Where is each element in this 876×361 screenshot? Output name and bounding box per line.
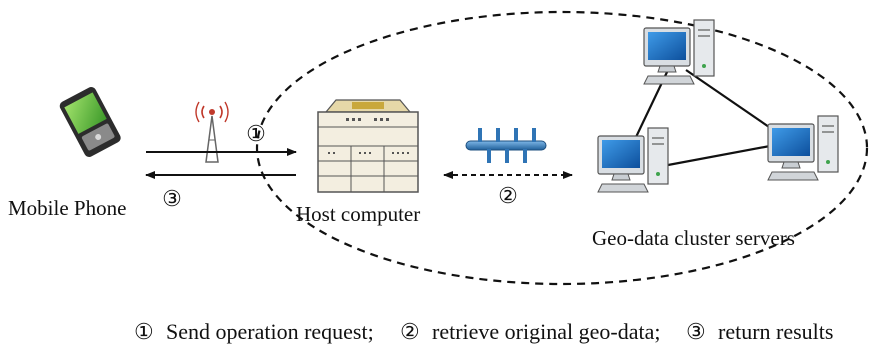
legend-text-1: Send operation request; — [166, 319, 374, 344]
legend-text-2: retrieve original geo-data; — [432, 319, 660, 344]
server-right-icon — [767, 115, 839, 181]
network-bus-icon — [465, 128, 547, 163]
antenna-icon — [195, 101, 229, 163]
legend-marker-3: ③ — [686, 319, 706, 344]
network-boundary — [255, 10, 869, 286]
step-3-marker: ③ — [162, 186, 182, 211]
mobile-phone-icon — [59, 86, 121, 157]
server-left-icon — [597, 127, 669, 193]
step-1-marker: ① — [246, 121, 266, 146]
legend-text-3: return results — [718, 319, 833, 344]
host-computer-label: Host computer — [296, 202, 420, 226]
mobile-phone-label: Mobile Phone — [8, 196, 126, 220]
legend: ① Send operation request; ② retrieve ori… — [134, 319, 833, 344]
server-top-icon — [643, 19, 715, 85]
host-computer-icon — [317, 99, 419, 193]
legend-marker-2: ② — [400, 319, 420, 344]
cluster-servers-label: Geo-data cluster servers — [592, 226, 795, 250]
step-2-marker: ② — [498, 183, 518, 208]
legend-marker-1: ① — [134, 319, 154, 344]
